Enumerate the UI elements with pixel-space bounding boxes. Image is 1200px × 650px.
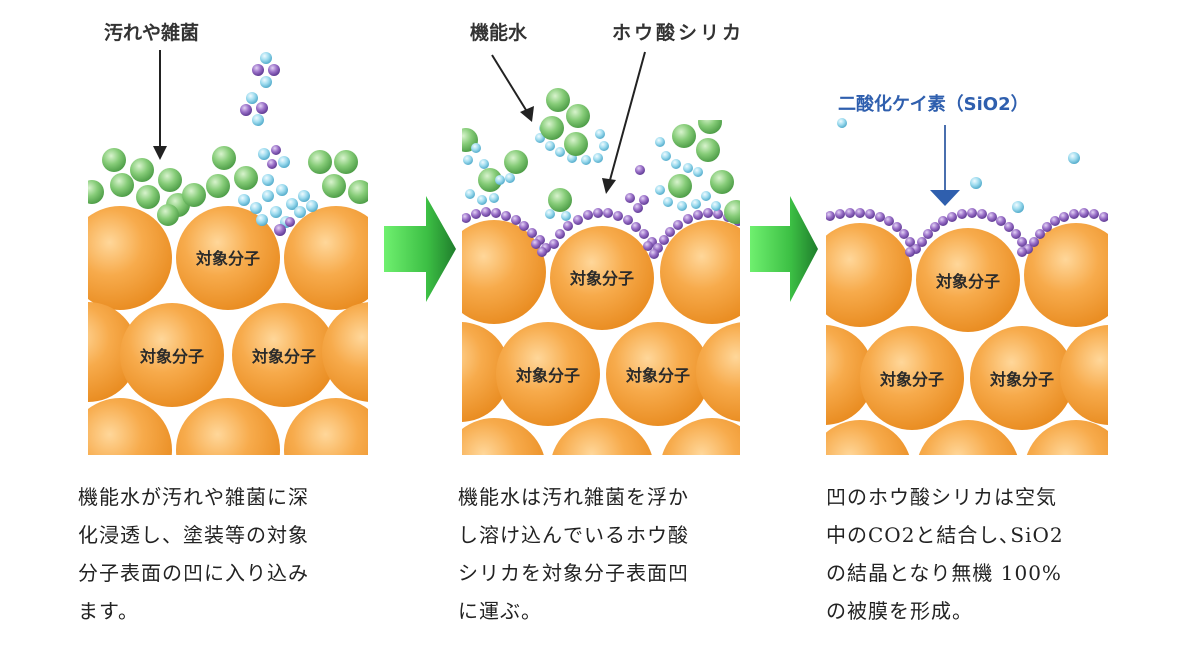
callout-functional-water: 機能水 bbox=[470, 22, 528, 44]
right-arrow-icon bbox=[384, 196, 456, 302]
svg-text:対象分子: 対象分子 bbox=[515, 366, 580, 385]
silica-film-layer bbox=[826, 208, 1108, 257]
boric-silica-layer bbox=[462, 207, 740, 259]
step-3-caption: 凹のホウ酸シリカは空気 中のCO2と結合し､SiO2 の結晶となり無機 100%… bbox=[826, 478, 1126, 630]
callout-arrow-icon bbox=[602, 51, 646, 194]
target-molecule-lattice bbox=[88, 206, 368, 455]
caption-line: シリカを対象分子表面凹 bbox=[458, 561, 689, 585]
functional-water-particles bbox=[463, 137, 721, 221]
target-molecule-lattice bbox=[826, 223, 1108, 455]
caption-line: 機能水が汚れや雑菌に深 bbox=[78, 485, 309, 509]
step-2-caption: 機能水は汚れ雑菌を浮か し溶け込んでいるホウ酸 シリカを対象分子表面凹 に運ぶ。 bbox=[458, 478, 758, 630]
svg-text:対象分子: 対象分子 bbox=[879, 370, 944, 389]
caption-line: 凹のホウ酸シリカは空気 bbox=[826, 485, 1057, 509]
callout-silicon-dioxide: 二酸化ケイ素（SiO2） bbox=[838, 94, 1029, 115]
caption-line: に運ぶ。 bbox=[458, 599, 542, 623]
caption-line: の結晶となり無機 100% bbox=[826, 561, 1062, 585]
svg-text:対象分子: 対象分子 bbox=[139, 347, 204, 366]
svg-text:対象分子: 対象分子 bbox=[935, 272, 1000, 291]
boric-silica-particles bbox=[274, 217, 295, 236]
co2-particles bbox=[837, 118, 1080, 213]
functional-water-particles bbox=[238, 174, 318, 228]
step-1-caption: 機能水が汚れや雑菌に深 化浸透し、塗装等の対象 分子表面の凹に入り込み ます。 bbox=[78, 478, 378, 630]
callout-arrow-icon bbox=[491, 54, 534, 122]
svg-text:対象分子: 対象分子 bbox=[569, 269, 634, 288]
boric-silica-particles bbox=[625, 165, 649, 213]
caption-line: し溶け込んでいるホウ酸 bbox=[458, 523, 689, 547]
right-arrow-icon bbox=[750, 196, 818, 302]
functional-water-cluster bbox=[535, 88, 609, 165]
caption-line: 分子表面の凹に入り込み bbox=[78, 561, 309, 585]
svg-text:対象分子: 対象分子 bbox=[251, 347, 316, 366]
caption-line: の被膜を形成。 bbox=[826, 599, 973, 623]
svg-text:対象分子: 対象分子 bbox=[625, 366, 690, 385]
callout-dirt-bacteria: 汚れや雑菌 bbox=[104, 22, 200, 44]
caption-line: 化浸透し、塗装等の対象 bbox=[78, 523, 309, 547]
callout-boric-silica: ホウ酸シリカ bbox=[612, 22, 745, 44]
caption-line: 中のCO2と結合し､SiO2 bbox=[826, 523, 1064, 547]
target-molecule-lattice bbox=[462, 220, 740, 455]
dirt-bacteria-particles bbox=[88, 146, 368, 226]
floating-clusters bbox=[240, 52, 290, 169]
panel-3-illustration: 対象分子 対象分子 対象分子 bbox=[826, 118, 1108, 455]
panel-1-illustration: 対象分子 対象分子 対象分子 bbox=[88, 50, 368, 455]
caption-line: 機能水は汚れ雑菌を浮か bbox=[458, 485, 689, 509]
callout-arrow-icon bbox=[930, 125, 960, 206]
svg-text:対象分子: 対象分子 bbox=[989, 370, 1054, 389]
caption-line: ます。 bbox=[78, 599, 139, 623]
dirt-bacteria-particles bbox=[462, 120, 740, 224]
callout-arrow-icon bbox=[153, 50, 167, 160]
svg-text:対象分子: 対象分子 bbox=[195, 249, 260, 268]
panel-2-illustration: 対象分子 対象分子 対象分子 bbox=[462, 51, 740, 455]
